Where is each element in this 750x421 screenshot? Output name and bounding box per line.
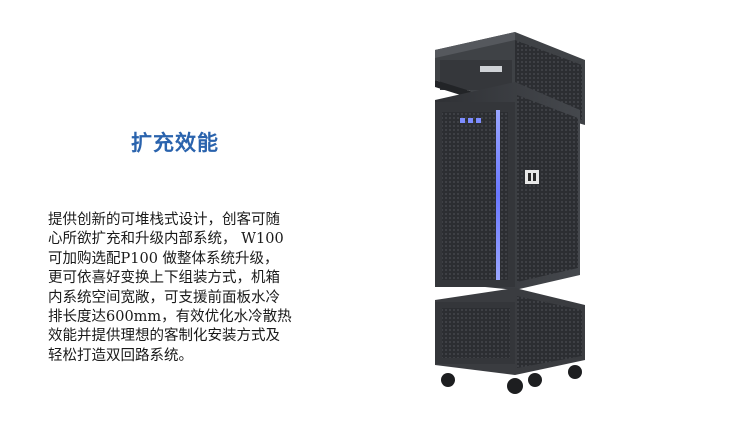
description-line: 更可依喜好变换上下组装方式，机箱 — [48, 270, 280, 287]
caster-wheels — [441, 365, 582, 394]
description-line: 心所欲扩充和升级内部系统， W100 — [48, 231, 284, 248]
description-line: 提供创新的可堆栈式设计，创客可随 — [48, 212, 280, 228]
description-line: 轻松打造双回路系统。 — [48, 347, 193, 364]
bottom-case-module — [435, 288, 585, 375]
description-line: 效能并提供理想的客制化安装方式及 — [48, 328, 280, 345]
stacked-pc-case-image — [435, 32, 585, 394]
brand-logo — [525, 170, 539, 184]
main-case-tower — [435, 82, 580, 290]
description-line: 排长度达600mm，有效优化水冷散热 — [48, 309, 292, 326]
led-light-strip — [496, 110, 500, 280]
description-line: 可加购选配P100 做整体系统升级， — [48, 250, 279, 267]
description-line: 内系统空间宽敞，可支援前面板水冷 — [48, 289, 280, 306]
section-heading: 扩充效能 — [131, 131, 219, 155]
description-text: 提供创新的可堆栈式设计，创客可随 心所欲扩充和升级内部系统， W100 可加购选… — [48, 211, 333, 366]
